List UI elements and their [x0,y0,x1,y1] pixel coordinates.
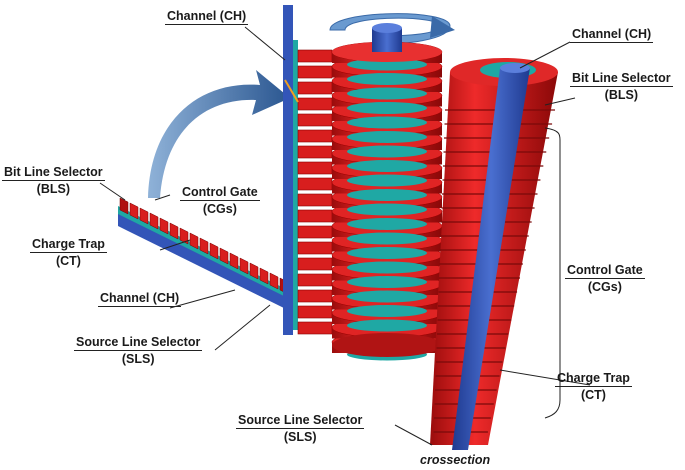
cylinder-string [331,23,443,361]
comb-gate [297,129,333,143]
trap-ring [347,261,427,274]
gate-block [189,232,199,250]
trap-ring [347,305,427,317]
trap-ring [347,319,427,332]
gate-block [199,237,209,255]
comb-gate [297,273,333,287]
label-ct-left: Charge Trap(CT) [30,237,107,268]
gate-block [219,247,229,265]
trap-ring [347,174,427,187]
comb-gate [297,145,333,159]
trap-ring [347,73,427,85]
trap-ring [347,131,427,143]
gate-block [149,212,159,230]
gate-block [239,257,249,275]
label-ct-right: Charge Trap(CT) [555,371,632,402]
channel-core [452,68,530,450]
trap-ring [347,290,427,303]
label-channel-middle: Channel (CH) [165,9,249,25]
trap-ring [347,189,427,201]
comb-gate [297,65,333,79]
label-channel-right: Channel (CH) [570,27,654,43]
gate-block [249,262,259,280]
horizontal-string [118,197,292,312]
comb-gate [297,161,333,175]
gate-block [269,272,279,290]
channel-top [500,63,530,73]
comb-gate [297,113,333,127]
comb-trap [293,40,298,330]
gate-block [179,227,189,245]
comb-gate [297,49,333,63]
comb-gate [297,305,333,319]
comb-gate [297,241,333,255]
comb-gate [297,225,333,239]
comb-gate [297,97,333,111]
gate-block [129,202,139,220]
label-bls-left: Bit Line Selector(BLS) [2,165,105,196]
trap-ring [347,203,427,216]
label-channel-left: Channel (CH) [98,291,182,307]
trap-ring [347,160,427,172]
comb-gate [297,209,333,223]
trap-ring [347,116,427,129]
gate-block [169,222,179,240]
bottom-disc [332,333,442,357]
label-bls-right: Bit Line Selector(BLS) [570,71,673,102]
comb-channel [283,5,293,335]
crossection-cylinder [430,58,558,450]
highlight-arrow [284,79,299,103]
gate-block [119,197,129,215]
comb-gate [297,81,333,95]
channel-bar [118,212,292,312]
transform-arrow [148,70,290,198]
gate-block [259,267,269,285]
trap-ring [347,58,427,71]
trap-ring [347,145,427,158]
label-cg-right: Control Gate(CGs) [565,263,645,294]
vertical-comb [283,5,333,335]
comb-gate [297,289,333,303]
gate-block [139,207,149,225]
comb-gate [297,177,333,191]
label-sls-left: Source Line Selector(SLS) [74,335,203,366]
comb-gate [297,321,333,335]
trap-ring [347,218,427,230]
gate-block [229,252,239,270]
comb-gate [297,257,333,271]
label-crossection: crossection [420,453,491,467]
trap-ring [347,276,427,288]
trap-ring [347,102,427,114]
comb-gate [297,193,333,207]
trap-ring [347,232,427,245]
gate-block [209,242,219,260]
label-cg-left: Control Gate(CGs) [180,185,260,216]
channel-top [372,23,402,33]
leader-lines [99,26,591,446]
trap-ring [347,247,427,259]
label-sls-bottom: Source Line Selector(SLS) [236,413,365,444]
trap-ring [347,87,427,100]
gate-block [159,217,169,235]
